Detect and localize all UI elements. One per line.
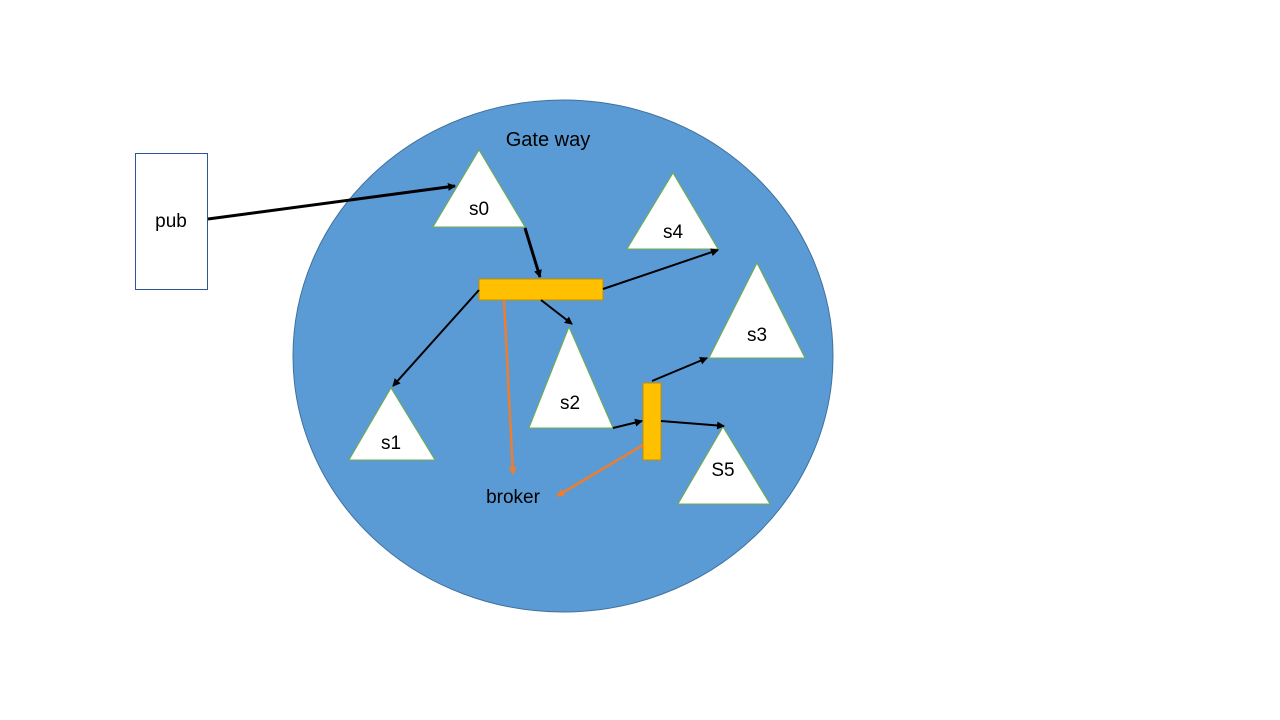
node-s4-triangle bbox=[626, 172, 719, 250]
router-bar-vertical bbox=[642, 382, 662, 461]
gateway-label: Gate way bbox=[506, 129, 590, 151]
node-s0-triangle bbox=[432, 149, 526, 228]
arrow-bar-to-s4 bbox=[602, 248, 719, 290]
arrow-pub-to-s0 bbox=[207, 182, 456, 221]
arrow-vbar-to-s5 bbox=[660, 420, 725, 430]
node-s4-label: s4 bbox=[663, 222, 684, 243]
arrow-s0-to-bar bbox=[523, 227, 542, 278]
arrow-bar-to-broker bbox=[502, 299, 517, 475]
node-s3-triangle bbox=[708, 261, 806, 359]
arrow-bar-to-s2 bbox=[540, 299, 573, 325]
node-s2-triangle bbox=[528, 325, 614, 429]
broker-label: broker bbox=[486, 487, 541, 508]
node-s0-label: s0 bbox=[469, 199, 489, 220]
arrow-vbar-to-broker bbox=[556, 443, 644, 498]
publisher-label: pub bbox=[155, 211, 187, 232]
node-s3-label: s3 bbox=[747, 325, 767, 346]
node-s2-label: s2 bbox=[560, 393, 580, 414]
node-s1-triangle bbox=[348, 387, 436, 461]
arrow-s2-to-vbar bbox=[612, 418, 643, 429]
node-s1-label: s1 bbox=[381, 433, 401, 454]
node-s5-triangle bbox=[677, 426, 771, 505]
arrow-bar-to-s1 bbox=[392, 289, 480, 387]
arrow-vbar-to-s3 bbox=[651, 357, 708, 382]
node-s5-label: S5 bbox=[711, 460, 734, 481]
publisher-box bbox=[135, 153, 208, 290]
router-bar-horizontal bbox=[478, 278, 604, 301]
